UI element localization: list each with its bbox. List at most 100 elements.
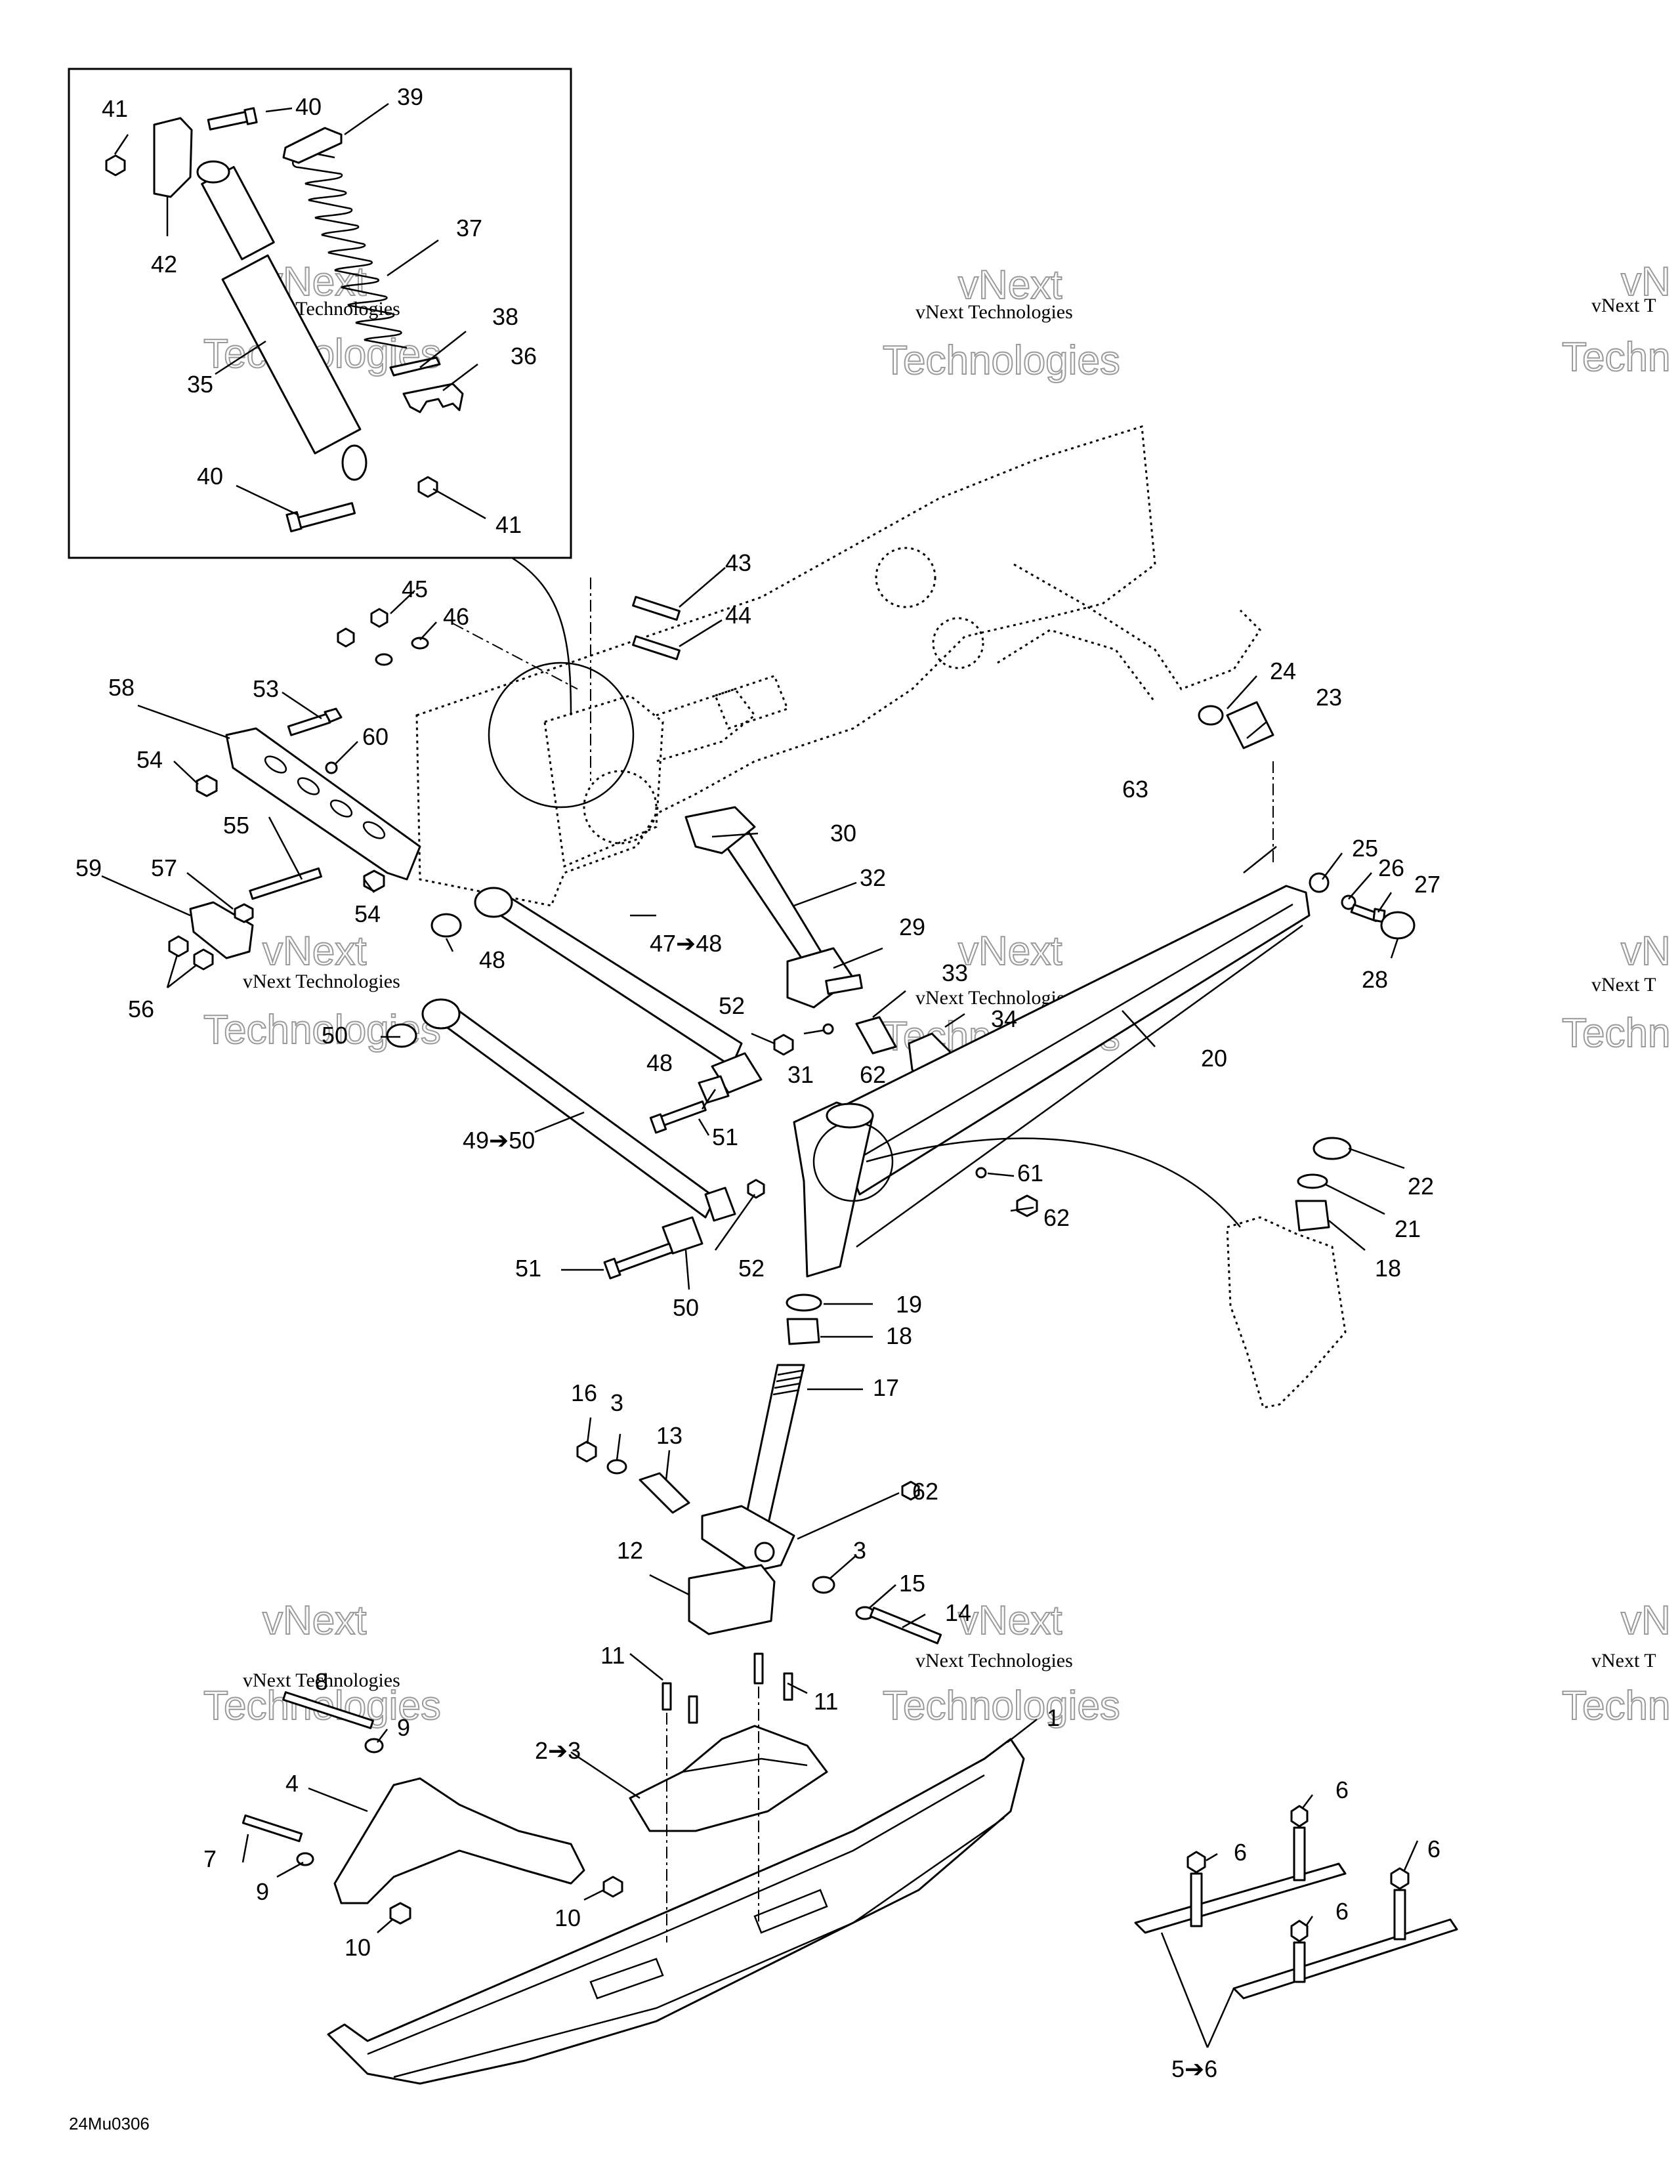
callout-23: 23 (1316, 684, 1342, 711)
watermark-text: vNext Technologies (915, 301, 1073, 323)
rubber-stopper-12 (688, 1564, 776, 1635)
callout-6c: 6 (1427, 1836, 1440, 1862)
callout-61: 61 (1017, 1160, 1043, 1186)
callout-40a: 40 (295, 93, 322, 120)
watermark: vNext vNext Technologies Technologies (203, 928, 442, 1053)
crossbar-holes (264, 755, 386, 839)
ski-inner-line (367, 1774, 985, 2055)
callout-56: 56 (128, 996, 154, 1022)
bushing-18 (786, 1318, 820, 1345)
callout-51b: 51 (515, 1255, 541, 1282)
carbide-runner-left (1134, 1862, 1347, 1934)
ski-slot-detail (753, 1889, 828, 1934)
watermark-vnext: vNext (262, 929, 366, 974)
spindle-thread (772, 1369, 805, 1396)
rod-end-49 (421, 998, 461, 1030)
pin-29 (825, 974, 863, 995)
callout-7: 7 (203, 1845, 217, 1872)
bolts-11 (662, 1652, 793, 1724)
ski-keel (393, 1816, 1005, 2078)
nut-41-lower (417, 476, 438, 498)
callout-50b: 50 (673, 1294, 699, 1321)
upper-shock-bracket (153, 117, 193, 198)
bolt-51-lower (603, 1242, 674, 1280)
radius-rod-upper (484, 891, 743, 1068)
callout-59: 59 (75, 854, 102, 881)
bolt-40-lower (285, 502, 356, 533)
ski-1 (327, 1738, 1025, 2085)
shock-inset-frame (68, 68, 572, 559)
callout-44: 44 (725, 602, 751, 629)
bolt-55 (249, 867, 322, 900)
watermark-technologies: Techn (1562, 335, 1670, 380)
callout-11b: 11 (814, 1688, 838, 1715)
grease-fitting-61 (975, 1167, 987, 1179)
callout-17: 17 (873, 1374, 899, 1401)
callout-27: 27 (1414, 871, 1440, 898)
callout-36: 36 (511, 343, 537, 369)
nut-41-upper (105, 154, 126, 177)
callout-10b: 10 (345, 1934, 371, 1961)
shock-absorber (196, 160, 368, 481)
bolt-51-upper (649, 1100, 707, 1134)
watermark-vnext: vNext (262, 1598, 366, 1643)
bolt-11-centerline (666, 1687, 759, 1942)
carbide-runner-right (1232, 1918, 1458, 2000)
callout-33: 33 (942, 959, 968, 986)
callout-24: 24 (1270, 658, 1296, 684)
bolt-27 (1350, 904, 1386, 923)
callout-5to6: 5➔6 (1171, 2055, 1217, 2082)
grease-62-fitting (1016, 1194, 1038, 1217)
callout-6a: 6 (1335, 1776, 1349, 1803)
spring-top-cup (282, 127, 343, 164)
ski-slot-detail (589, 1958, 664, 2000)
nut-52-lower (747, 1179, 765, 1199)
callout-47to48: 47➔48 (650, 930, 722, 957)
washer-9-lower (296, 1852, 314, 1866)
watermark: vNext vNext Technologies Technologies (882, 262, 1121, 384)
callout-41a: 41 (102, 95, 128, 122)
housing-top (826, 1102, 874, 1129)
callout-38: 38 (492, 303, 518, 330)
callout-18a: 18 (886, 1322, 912, 1349)
callout-48b: 48 (646, 1049, 673, 1076)
bushing-50-upper (386, 1023, 417, 1048)
nut-10-left (389, 1902, 411, 1925)
callout-54a: 54 (136, 746, 163, 773)
watermark-vnext: vNext (958, 929, 1062, 974)
callout-labels: 41 40 39 42 37 38 36 35 40 41 43 44 45 4… (75, 83, 1440, 2082)
spindle-side-view (1226, 1216, 1347, 1409)
a-arm-lower-edge (856, 924, 1303, 1248)
callout-53: 53 (253, 675, 279, 702)
cap-22 (1312, 1137, 1352, 1160)
callout-10a: 10 (555, 1904, 581, 1931)
washers-45-46 (337, 608, 429, 666)
spacer-13 (639, 1472, 690, 1514)
nut-56-a (168, 935, 189, 957)
nut-52-upper (773, 1034, 794, 1056)
ring-21 (1297, 1173, 1328, 1189)
watermark-vnext: vNext (958, 1598, 1062, 1643)
callout-51a: 51 (712, 1124, 738, 1150)
callout-54b: 54 (354, 900, 381, 927)
callout-62c: 62 (912, 1478, 938, 1505)
callout-50a: 50 (322, 1022, 348, 1049)
callout-30: 30 (830, 820, 856, 847)
callout-22: 22 (1408, 1173, 1434, 1200)
callout-11a: 11 (600, 1642, 625, 1669)
spindle-17 (744, 1364, 805, 1527)
bolt-8 (282, 1691, 374, 1729)
nut-10-right (602, 1876, 623, 1898)
chassis-frame (415, 425, 1261, 907)
callout-28: 28 (1362, 966, 1388, 993)
callout-3a: 3 (610, 1389, 623, 1416)
callout-6d: 6 (1335, 1898, 1349, 1925)
callout-31: 31 (788, 1061, 814, 1088)
watermark: vNext vNext Technologies Technologies (882, 1597, 1121, 1729)
callout-32: 32 (860, 864, 886, 891)
callout-62a: 62 (860, 1061, 886, 1088)
callout-1: 1 (1047, 1704, 1060, 1731)
spring-adjuster-clip (402, 383, 464, 413)
callout-29: 29 (899, 914, 925, 940)
